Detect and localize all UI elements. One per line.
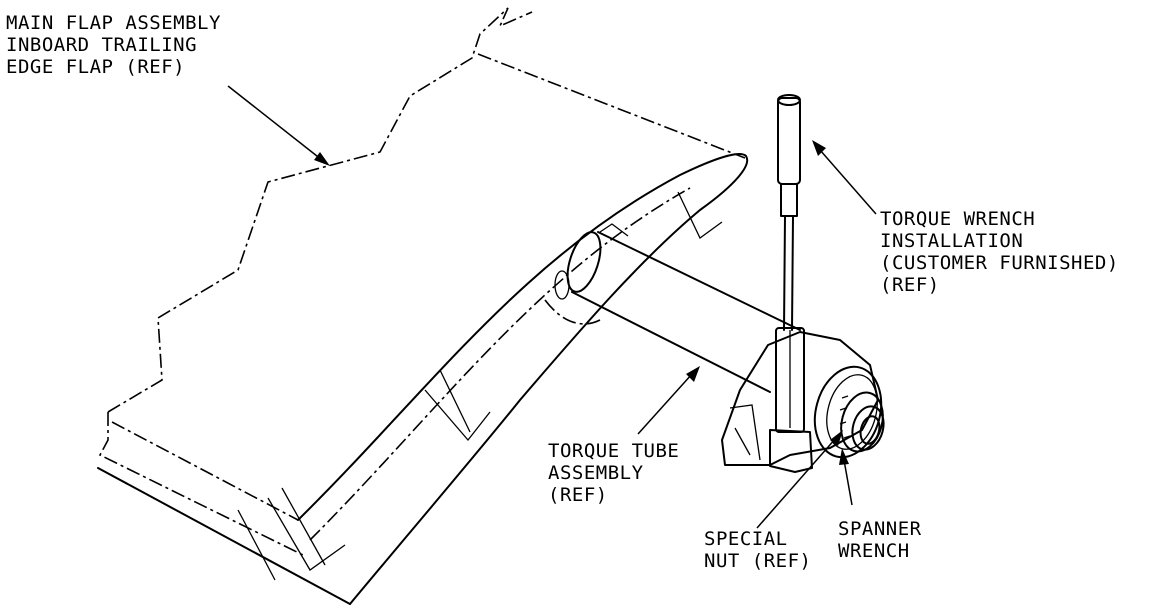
flap-front-edge (111, 421, 299, 521)
label-line: (REF) (548, 484, 608, 506)
label-line: MAIN FLAP ASSEMBLY (6, 12, 221, 34)
flap-rib (267, 497, 346, 571)
flap-bottom-edge (97, 467, 351, 605)
special-nut-leader (756, 437, 837, 529)
flap-rib (677, 191, 723, 239)
main-flap-leader (227, 85, 323, 161)
torque-wrench-grip (777, 97, 801, 185)
flap-break-line (107, 7, 533, 413)
flap-left-edge (98, 412, 306, 557)
torque-wrench-shaft (783, 215, 794, 331)
flap-rib (281, 487, 326, 566)
label-line: (CUSTOMER FURNISHED) (880, 252, 1119, 274)
torque-wrench-collar (780, 183, 798, 217)
label-spanner-wrench: SPANNER WRENCH (838, 518, 922, 562)
flap-rib (439, 369, 471, 433)
special-nut-outer (851, 405, 885, 451)
torque-tube-body (571, 231, 801, 393)
label-line: NUT (REF) (704, 550, 812, 572)
label-line: SPECIAL (704, 528, 788, 550)
spanner-wrench-leader (843, 459, 853, 506)
wrench-teeth (839, 395, 851, 439)
flap-rib (237, 509, 276, 581)
label-line: EDGE FLAP (REF) (6, 56, 186, 78)
torque-wrench-leader (819, 149, 877, 215)
spanner-wrench-ring (840, 391, 884, 453)
label-torque-wrench: TORQUE WRENCH INSTALLATION (CUSTOMER FUR… (880, 208, 1119, 296)
flap-nose-inner (309, 187, 691, 541)
label-line: TORQUE TUBE (548, 440, 680, 462)
torque-tube-collar (554, 270, 570, 300)
main-flap-arrowhead (314, 152, 330, 166)
torque-tube-arrowhead (686, 366, 700, 382)
torque-tube-end (566, 231, 602, 293)
label-main-flap: MAIN FLAP ASSEMBLY INBOARD TRAILING EDGE… (6, 12, 221, 78)
torque-wrench-arrowhead (812, 140, 826, 156)
torque-tube-leader (637, 373, 693, 435)
special-nut-bore (859, 415, 881, 445)
label-line: TORQUE WRENCH (880, 208, 1036, 230)
flap-top-edge (477, 53, 746, 159)
torque-wrench-grip-top (777, 94, 801, 106)
flap-nose-curve (297, 153, 749, 605)
flap-rib (424, 389, 491, 442)
label-line: INBOARD TRAILING (6, 34, 198, 56)
label-line: INSTALLATION (880, 230, 1024, 252)
flap-lower-surface (544, 299, 601, 325)
label-line: SPANNER (838, 518, 922, 540)
label-line: ASSEMBLY (548, 462, 644, 484)
label-special-nut: SPECIAL NUT (REF) (704, 528, 811, 572)
spanner-wrench-arrowhead (839, 448, 849, 465)
label-line: WRENCH (838, 540, 910, 562)
torque-tube-fitting (599, 223, 629, 237)
torque-wrench-adapter (769, 429, 813, 473)
actuator-bracket (721, 331, 879, 466)
special-nut-arrowhead (830, 430, 843, 446)
label-torque-tube: TORQUE TUBE ASSEMBLY (REF) (548, 440, 679, 506)
bracket-plate (729, 404, 761, 461)
label-line: (REF) (880, 274, 940, 296)
